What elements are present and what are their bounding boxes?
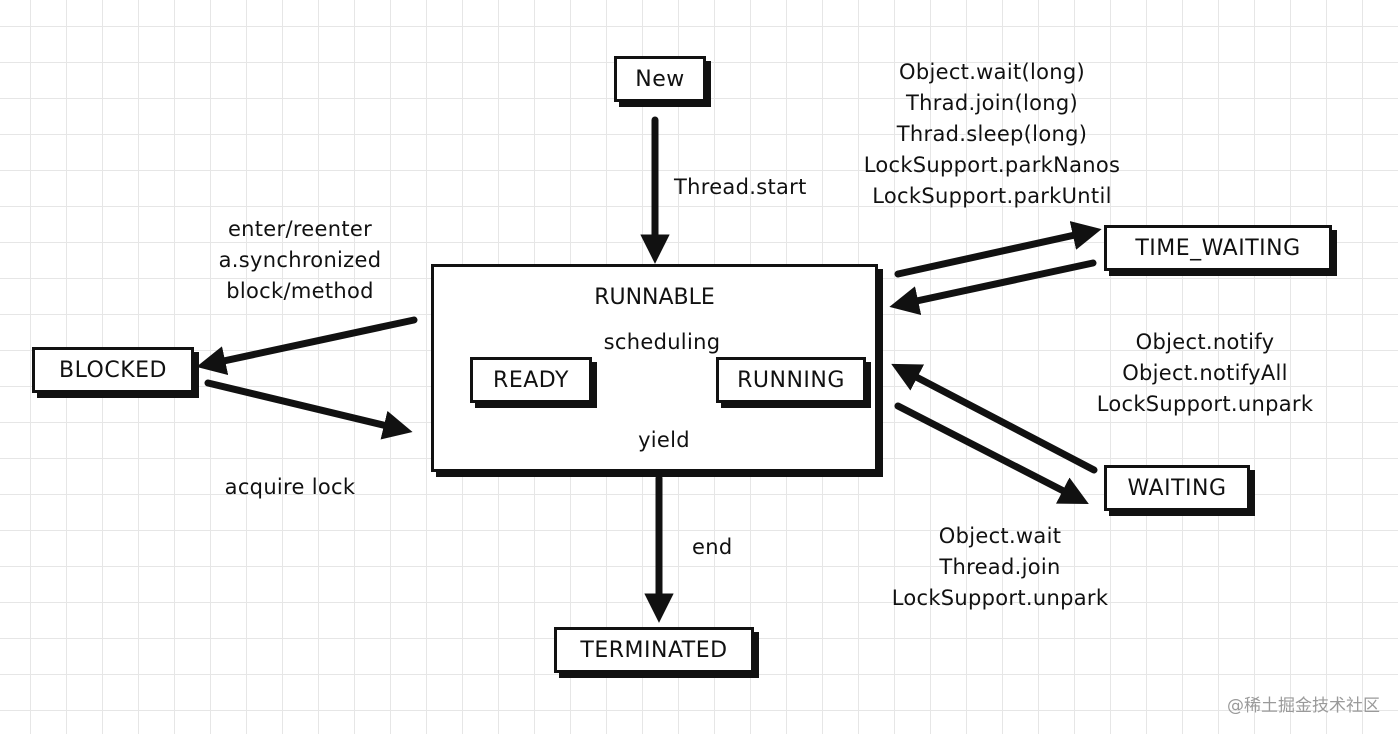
notify-label: Object.notify Object.notifyAll LockSuppo… [1065,327,1345,420]
to-waiting-label: Object.wait Thread.join LockSupport.unpa… [860,521,1140,614]
to-waiting-line-2: Thread.join [939,555,1061,579]
to-time-waiting-line-4: LockSupport.parkNanos [863,153,1121,177]
running-state: RUNNING [716,357,866,403]
arrow-runnable-to-time-waiting [894,221,1102,278]
new-state: New [614,56,706,102]
notify-line-1: Object.notify [1135,330,1275,354]
arrow-blocked-to-runnable [204,379,413,440]
end-label: end [692,535,733,559]
terminated-state: TERMINATED [554,627,754,673]
to-time-waiting-line-1: Object.wait(long) [899,60,1085,84]
to-time-waiting-label: Object.wait(long) Thrad.join(long) Thrad… [832,57,1152,212]
enter-sync-label: enter/reenter a.synchronized block/metho… [180,214,420,307]
yield-label: yield [638,428,690,452]
arrow-waiting-to-runnable [891,363,1098,474]
arrow-time-waiting-to-runnable [889,259,1097,316]
runnable-title: RUNNABLE [594,285,715,310]
notify-line-2: Object.notifyAll [1122,361,1288,385]
to-waiting-line-1: Object.wait [938,524,1062,548]
acquire-lock-label: acquire lock [224,475,356,499]
arrow-runnable-to-blocked [196,316,418,376]
enter-sync-line-3: block/method [226,279,374,303]
to-waiting-line-3: LockSupport.unpark [891,586,1109,610]
scheduling-label: scheduling [603,330,721,354]
enter-sync-line-2: a.synchronized [218,248,382,272]
time-waiting-state: TIME_WAITING [1104,225,1332,271]
ready-state: READY [470,357,592,403]
arrow-runnable-to-waiting [894,402,1089,505]
watermark: @稀土掘金技术社区 [1227,696,1380,716]
to-time-waiting-line-2: Thrad.join(long) [906,91,1078,115]
blocked-state: BLOCKED [32,347,194,393]
thread-start-label: Thread.start [674,175,807,199]
waiting-state: WAITING [1104,465,1250,511]
notify-line-3: LockSupport.unpark [1096,392,1314,416]
enter-sync-line-1: enter/reenter [227,217,373,241]
to-time-waiting-line-5: LockSupport.parkUntil [872,184,1112,208]
to-time-waiting-line-3: Thrad.sleep(long) [896,122,1088,146]
